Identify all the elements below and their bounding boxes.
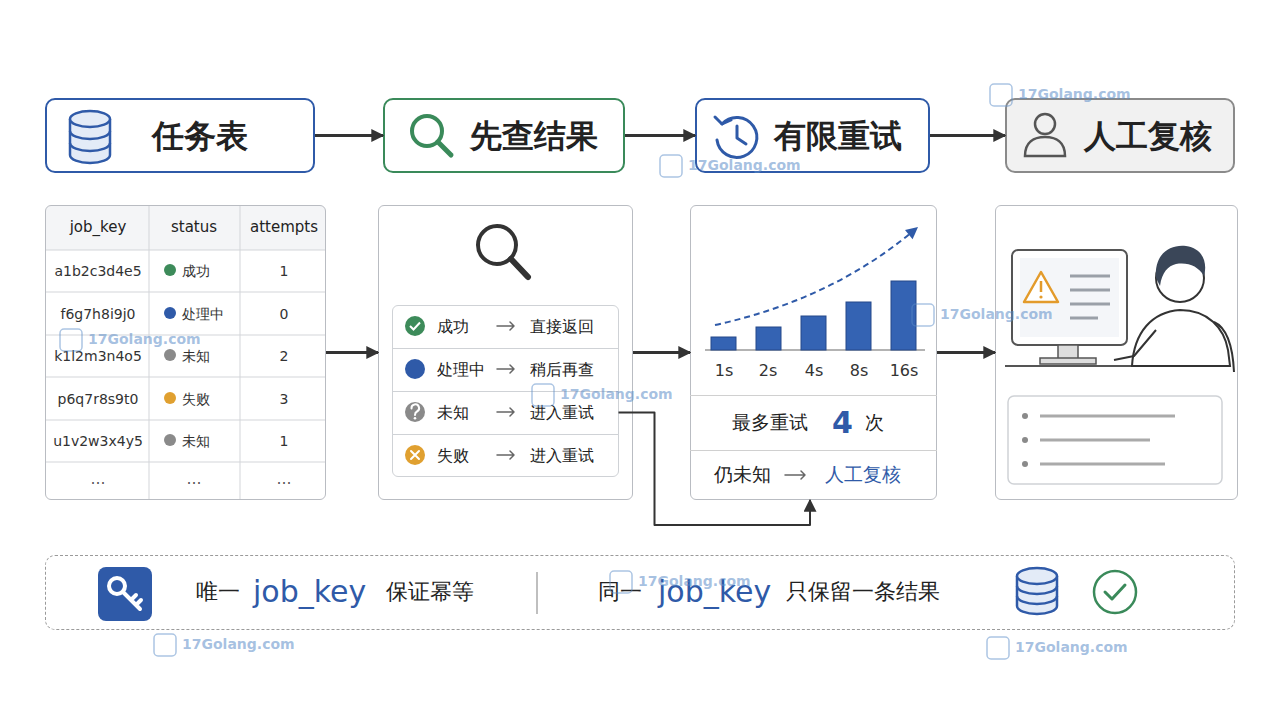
table-cell: … bbox=[91, 471, 106, 488]
fallback-row: 仍未知 人工复核 bbox=[690, 450, 937, 500]
watermark: 17Golang.com bbox=[560, 387, 673, 402]
action-text: 进入重试 bbox=[530, 446, 594, 464]
table-header-cell: job_key bbox=[70, 219, 127, 236]
axis-label: 8s bbox=[850, 362, 869, 380]
status-text: 未知 bbox=[437, 403, 469, 421]
watermark: 17Golang.com bbox=[688, 158, 801, 173]
step-title: 人工复核 bbox=[1084, 118, 1212, 155]
retry-limit-text: 最多重试 bbox=[732, 412, 808, 434]
action-text: 直接返回 bbox=[530, 317, 594, 335]
status-text: 成功 bbox=[437, 317, 469, 335]
table-cell: f6g7h8i9j0 bbox=[60, 306, 135, 322]
axis-label: 2s bbox=[759, 362, 778, 380]
watermark: 17Golang.com bbox=[1018, 87, 1131, 102]
table-grid bbox=[46, 206, 325, 499]
step-header: 先查结果 bbox=[383, 98, 625, 173]
table-cell: 3 bbox=[280, 391, 289, 407]
check-mark bbox=[1105, 585, 1125, 599]
table-cell: k1l2m3n4o5 bbox=[54, 348, 142, 364]
band-text: 只保留一条结果 bbox=[786, 579, 940, 604]
check-panel: 成功直接返回处理中稍后再查未知进入重试失败进入重试 bbox=[378, 205, 633, 500]
flow-arrow bbox=[326, 351, 378, 354]
status-row: 处理中 稍后再查 bbox=[392, 348, 619, 392]
table-cell: 1 bbox=[280, 263, 289, 279]
step-title: 有限重试 bbox=[774, 118, 902, 155]
table-cell: 未知 bbox=[182, 348, 210, 364]
watermark: 17Golang.com bbox=[638, 574, 751, 589]
key-blade bbox=[123, 592, 141, 609]
table-cell: 失败 bbox=[182, 391, 210, 407]
fallback-target: 人工复核 bbox=[825, 464, 901, 486]
status-text: 处理中 bbox=[437, 360, 485, 378]
step-title: 任务表 bbox=[152, 118, 248, 155]
table-cell: u1v2w3x4y5 bbox=[53, 433, 143, 449]
table-header-cell: status bbox=[171, 219, 217, 236]
table-header-cell: attempts bbox=[250, 219, 318, 236]
band-divider bbox=[536, 572, 538, 614]
watermark-logo bbox=[154, 634, 176, 656]
retry-panel: 1s 2s 4s 8s 16s 最多重试 4次仍未知 人工复核 bbox=[690, 205, 937, 500]
retry-count: 4 bbox=[832, 405, 853, 440]
table-cell: … bbox=[277, 471, 292, 488]
key-icon bbox=[98, 567, 152, 621]
cylinder-body bbox=[1017, 576, 1057, 614]
review-panel bbox=[995, 205, 1238, 500]
flow-arrow bbox=[930, 134, 1005, 137]
flow-arrow bbox=[625, 134, 695, 137]
band-text: 唯一 bbox=[196, 579, 240, 604]
status-text: 失败 bbox=[437, 446, 469, 464]
table-cell: 处理中 bbox=[182, 306, 224, 322]
step-header: 任务表 bbox=[45, 98, 315, 173]
table-cell: p6q7r8s9t0 bbox=[58, 391, 139, 407]
table-cell: a1b2c3d4e5 bbox=[54, 263, 141, 279]
axis-label: 1s bbox=[715, 362, 734, 380]
band-text: job_key bbox=[253, 575, 366, 610]
flow-arrow bbox=[315, 134, 383, 137]
idempotency-band: 唯一job_key保证幂等同一job_key只保留一条结果 bbox=[45, 555, 1235, 630]
cylinder-top bbox=[1017, 568, 1057, 584]
status-row: 成功 直接返回 bbox=[392, 305, 619, 349]
key-ring bbox=[109, 578, 125, 594]
key-tile bbox=[98, 567, 152, 621]
retry-limit-text: 次 bbox=[865, 412, 884, 434]
table-cell: 1 bbox=[280, 433, 289, 449]
cylinder-ring bbox=[1017, 586, 1057, 604]
axis-label: 16s bbox=[890, 362, 919, 380]
table-cell: 未知 bbox=[182, 433, 210, 449]
flow-arrow bbox=[633, 351, 690, 354]
step-header: 人工复核 bbox=[1005, 98, 1235, 173]
action-text: 稍后再查 bbox=[530, 360, 594, 378]
watermark: 17Golang.com bbox=[940, 307, 1053, 322]
step-title: 先查结果 bbox=[470, 118, 598, 155]
watermark: 17Golang.com bbox=[182, 637, 295, 652]
retry-limit-row: 最多重试 4次 bbox=[690, 395, 937, 450]
band-text: 保证幂等 bbox=[386, 579, 474, 604]
flow-arrow bbox=[937, 351, 995, 354]
action-text: 进入重试 bbox=[530, 403, 594, 421]
watermark: 17Golang.com bbox=[1015, 640, 1128, 655]
watermark: 17Golang.com bbox=[88, 332, 201, 347]
axis-label: 4s bbox=[805, 362, 824, 380]
band-text: 同一 bbox=[598, 579, 642, 604]
fallback-text: 仍未知 bbox=[714, 464, 771, 486]
table-cell: 0 bbox=[280, 306, 289, 322]
table-cell: … bbox=[187, 471, 202, 488]
check-icon bbox=[1094, 571, 1136, 613]
table-cell: 成功 bbox=[182, 263, 210, 279]
job-table-panel: job_key status attempts a1b2c3d4e5 成功 1 f6g7h8… bbox=[45, 205, 326, 500]
table-cell: 2 bbox=[280, 348, 289, 364]
watermark-logo bbox=[660, 155, 682, 177]
watermark-logo bbox=[987, 637, 1009, 659]
status-row: 失败 进入重试 bbox=[392, 434, 619, 477]
check-circle bbox=[1094, 571, 1136, 613]
database-icon bbox=[1017, 568, 1057, 614]
